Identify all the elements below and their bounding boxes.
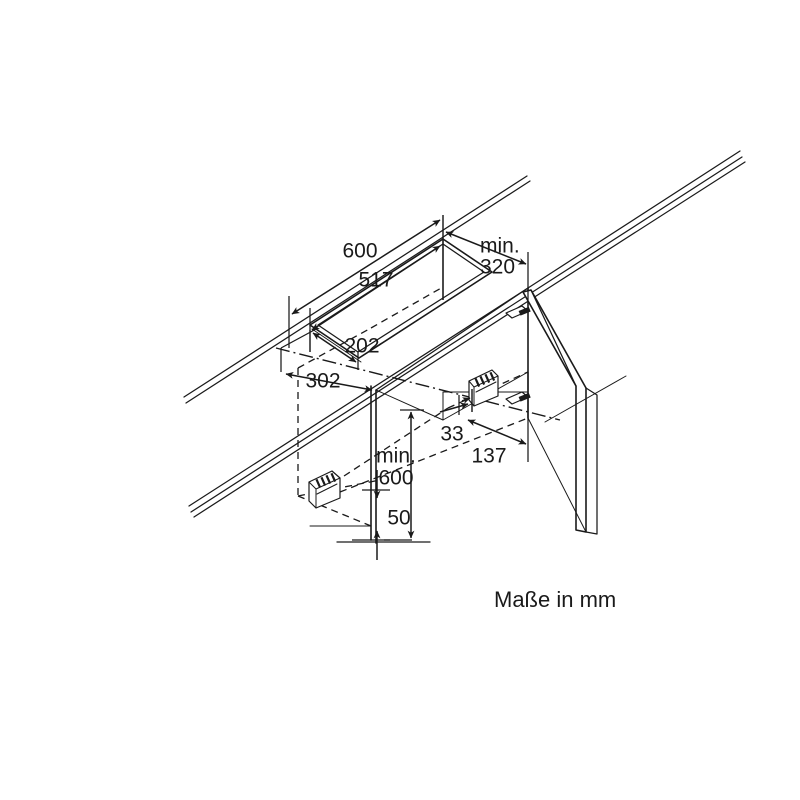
cabinet-side-panel-top-edge xyxy=(375,287,529,391)
dim-137-line xyxy=(467,419,527,445)
worktop-right-edge-top xyxy=(527,150,741,289)
terminal-upper-band xyxy=(475,381,497,393)
terminal-lower-band xyxy=(316,483,338,495)
worktop-right-edge-bottom xyxy=(532,161,746,299)
dim-302-ext-b xyxy=(280,327,319,349)
cabinet-hidden-diag-lower xyxy=(343,407,449,477)
cabinet-interior-back-top xyxy=(375,389,444,421)
door-hinge-upper xyxy=(505,305,531,319)
worktop-front-edge-mid xyxy=(190,292,532,513)
cabinet-door-hinge-edge xyxy=(530,289,577,387)
dimension-label-320: 320 xyxy=(480,256,515,279)
dim-33-line-left xyxy=(439,402,469,413)
dim-320-line xyxy=(445,231,527,265)
dimension-50-plinth: 50 xyxy=(352,470,411,560)
dimension-label-600: 600 xyxy=(342,240,377,263)
worktop xyxy=(183,150,746,518)
dimension-label-600b: 600 xyxy=(378,467,413,490)
worktop-front-edge-bottom xyxy=(193,297,534,518)
terminal-block-lower xyxy=(308,470,341,509)
dimension-label-50: 50 xyxy=(387,507,410,530)
dim-302-line xyxy=(285,371,373,393)
hinge-upper-plate xyxy=(518,306,531,316)
dimension-label-202: 202 xyxy=(344,335,379,358)
terminal-lower-pins xyxy=(315,472,337,488)
terminal-upper-pins xyxy=(474,371,496,387)
cabinet-door-edge-thickness xyxy=(585,387,598,535)
door-hinge-lower xyxy=(505,391,531,405)
cabinet-door xyxy=(522,289,627,535)
dimension-label-517: 517 xyxy=(358,269,393,292)
dimension-label-302: 302 xyxy=(305,370,340,393)
units-note: Maße in mm xyxy=(494,587,616,612)
dim-600-line xyxy=(291,219,441,315)
cabinet-carcase xyxy=(297,286,529,544)
dimension-min-600-height: min. 600 xyxy=(376,409,424,541)
dim-33-line-right xyxy=(461,397,471,404)
cabinet-door-leader-line xyxy=(544,375,627,423)
dim-202-line xyxy=(312,332,357,363)
dimension-label-min-mid: min. xyxy=(376,445,416,468)
dimension-min-320: min. 320 xyxy=(442,215,529,300)
dim-517-line xyxy=(311,245,441,331)
dimension-label-33: 33 xyxy=(440,423,463,446)
dimension-202-depth: 202 xyxy=(309,330,380,370)
cabinet-door-leaf xyxy=(522,289,587,533)
dimension-label-137: 137 xyxy=(471,445,506,468)
cabinet-hidden-diag-upper-right xyxy=(447,371,529,409)
dimension-33-offset: 33 xyxy=(439,389,473,446)
cabinet-door-lower-leader xyxy=(527,417,587,533)
worktop-right-edge-mid xyxy=(530,156,743,294)
terminal-lower-body xyxy=(308,470,341,509)
worktop-back-edge-upper xyxy=(183,175,528,398)
terminal-block-upper xyxy=(468,369,499,407)
dimension-302-depth: 302 xyxy=(280,327,373,393)
cabinet-hidden-back-top xyxy=(370,286,444,329)
worktop-front-edge-top xyxy=(188,287,529,507)
dimension-label-min-top: min. xyxy=(480,235,520,258)
dimension-137-offset: 137 xyxy=(467,372,529,468)
